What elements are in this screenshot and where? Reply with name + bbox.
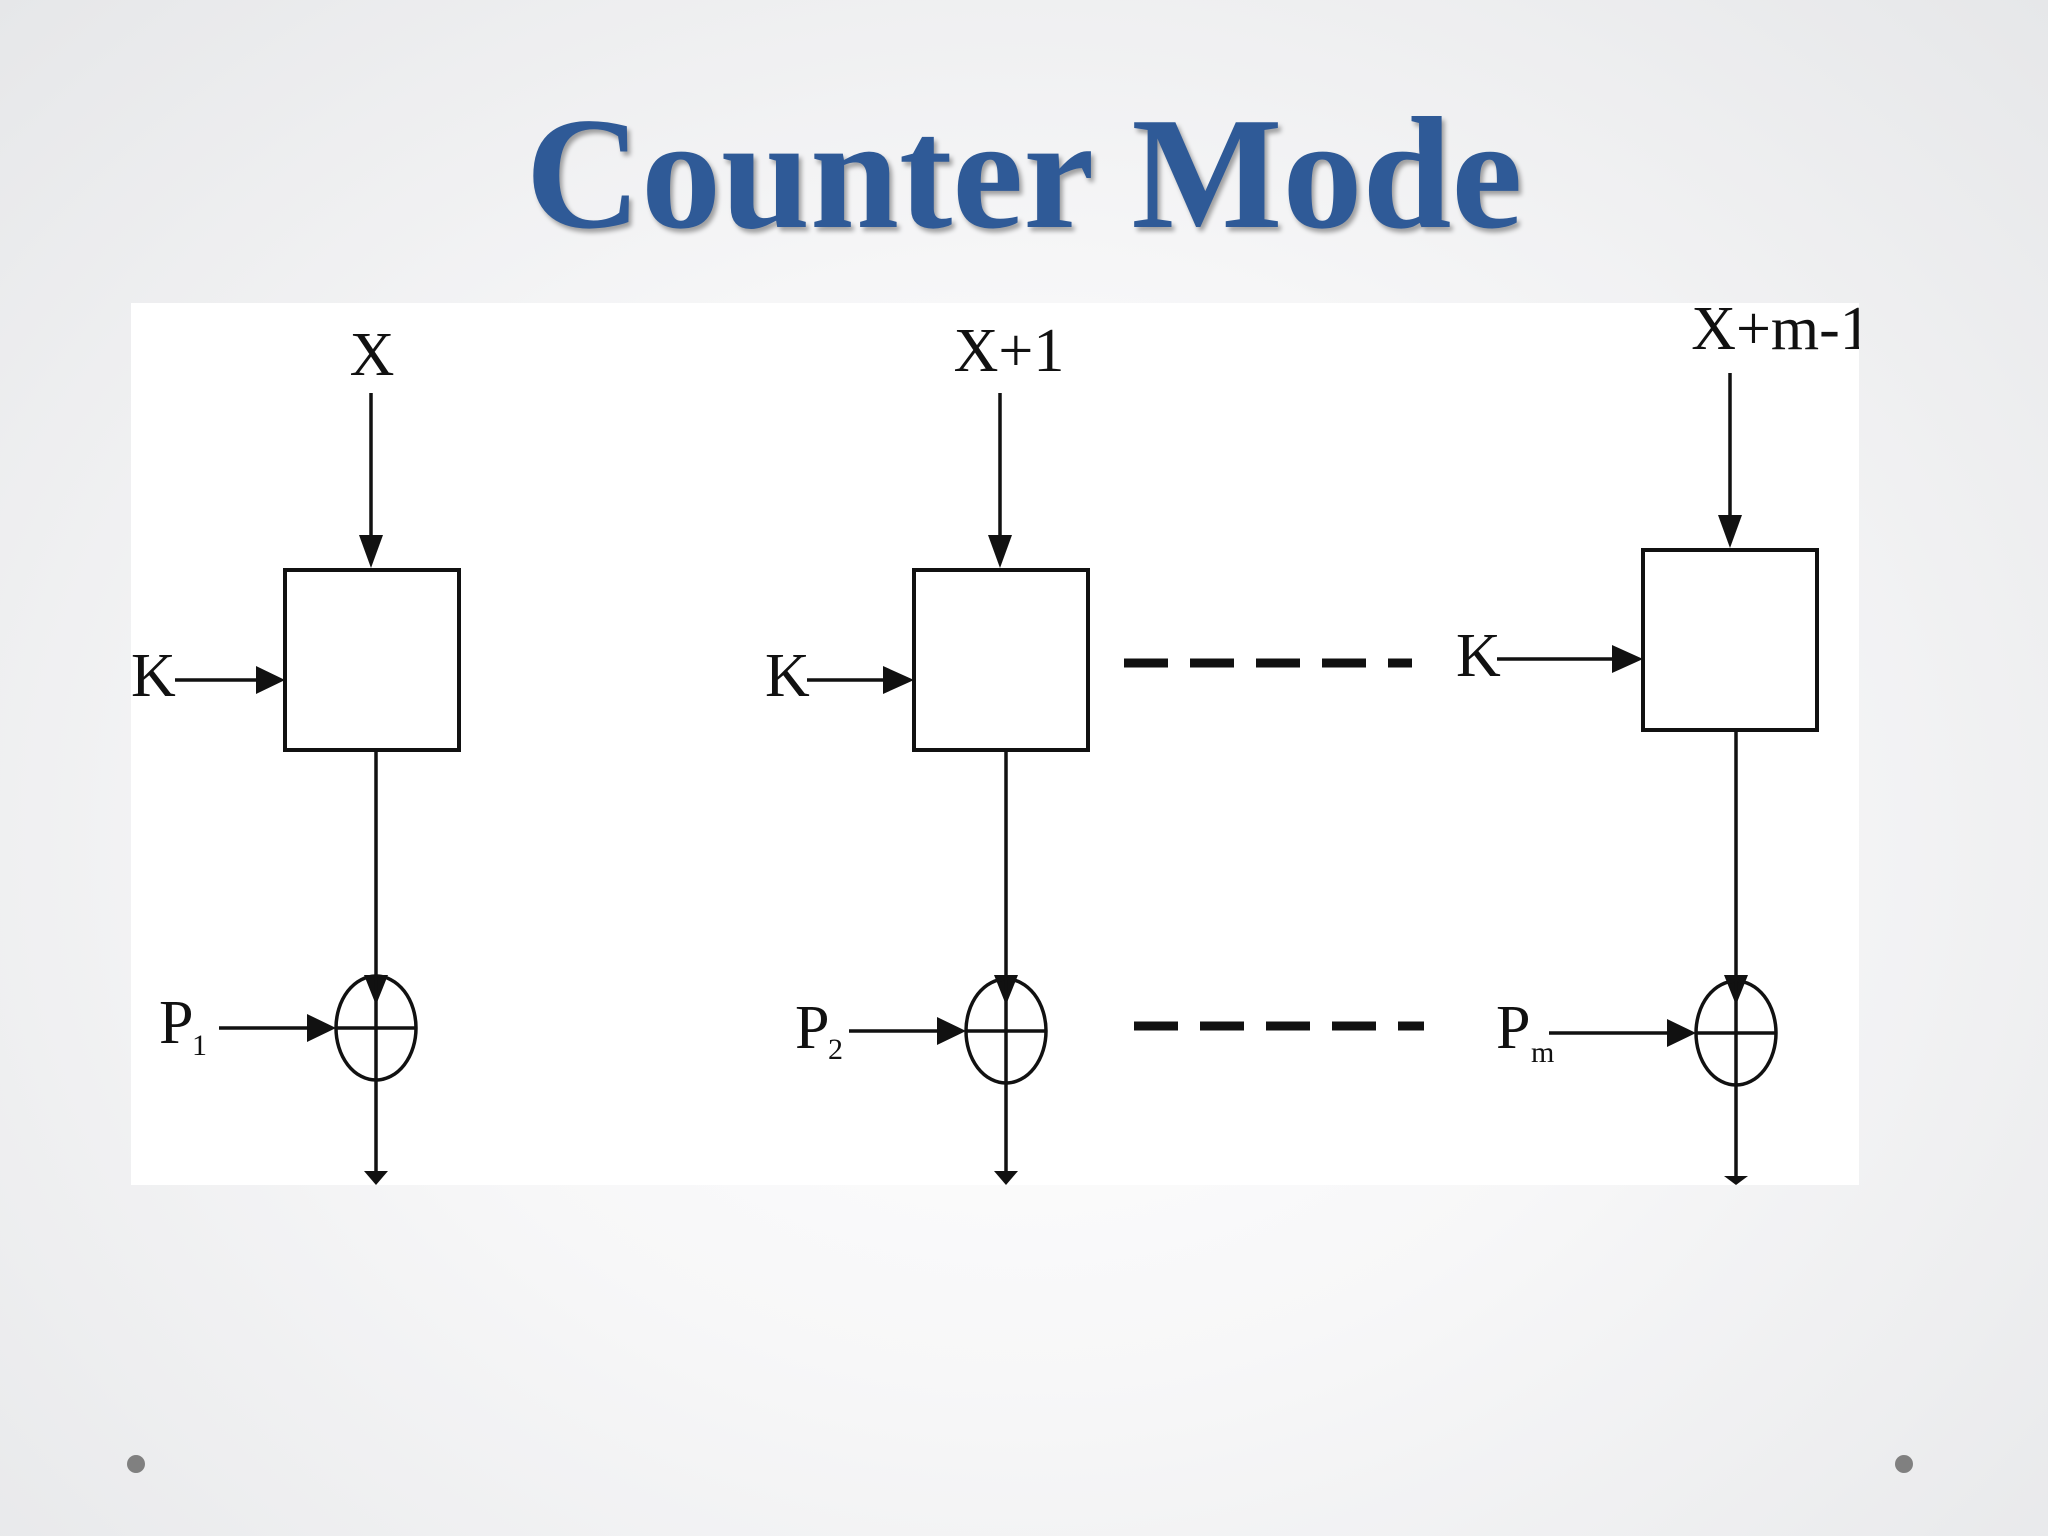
stage-m: X+m-1 K P m	[1456, 303, 1859, 1185]
key-label-2: K	[765, 642, 810, 710]
slide-title: Counter Mode	[525, 84, 1523, 262]
key-arrowhead-m	[1612, 645, 1643, 673]
plaintext-arrowhead-m	[1667, 1019, 1696, 1047]
stage-1: X K P 1	[131, 321, 461, 1185]
plaintext-sub-2: 2	[828, 1033, 843, 1066]
output-arrowhead-2	[994, 1171, 1018, 1185]
encrypt-block-1	[283, 568, 461, 752]
plaintext-label-m: P	[1496, 994, 1530, 1062]
plaintext-sub-1: 1	[192, 1029, 207, 1062]
plaintext-label-2: P	[795, 994, 829, 1062]
encrypt-block-2	[912, 568, 1090, 752]
decorative-dot-left	[127, 1455, 145, 1473]
counter-label-1: X	[350, 321, 395, 389]
plaintext-sub-m: m	[1531, 1036, 1554, 1069]
plaintext-arrowhead-1	[307, 1014, 336, 1042]
plaintext-arrowhead-2	[937, 1017, 966, 1045]
counter-arrowhead-1	[359, 535, 383, 568]
counter-mode-diagram: X K P 1 X+1 K	[131, 303, 1859, 1185]
counter-arrowhead-m	[1718, 515, 1742, 548]
encrypt-block-m	[1641, 548, 1819, 732]
decorative-dot-right	[1895, 1455, 1913, 1473]
counter-arrowhead-2	[988, 535, 1012, 568]
key-arrowhead-2	[883, 666, 914, 694]
output-arrowhead-1	[364, 1171, 388, 1185]
stage-2: X+1 K P 2	[765, 317, 1090, 1185]
counter-label-m: X+m-1	[1691, 303, 1859, 363]
plaintext-label-1: P	[159, 989, 193, 1057]
counter-label-2: X+1	[954, 317, 1065, 385]
key-label-m: K	[1456, 622, 1501, 690]
output-arrowhead-m	[1724, 1176, 1748, 1185]
key-label-1: K	[131, 642, 176, 710]
key-arrowhead-1	[256, 666, 285, 694]
